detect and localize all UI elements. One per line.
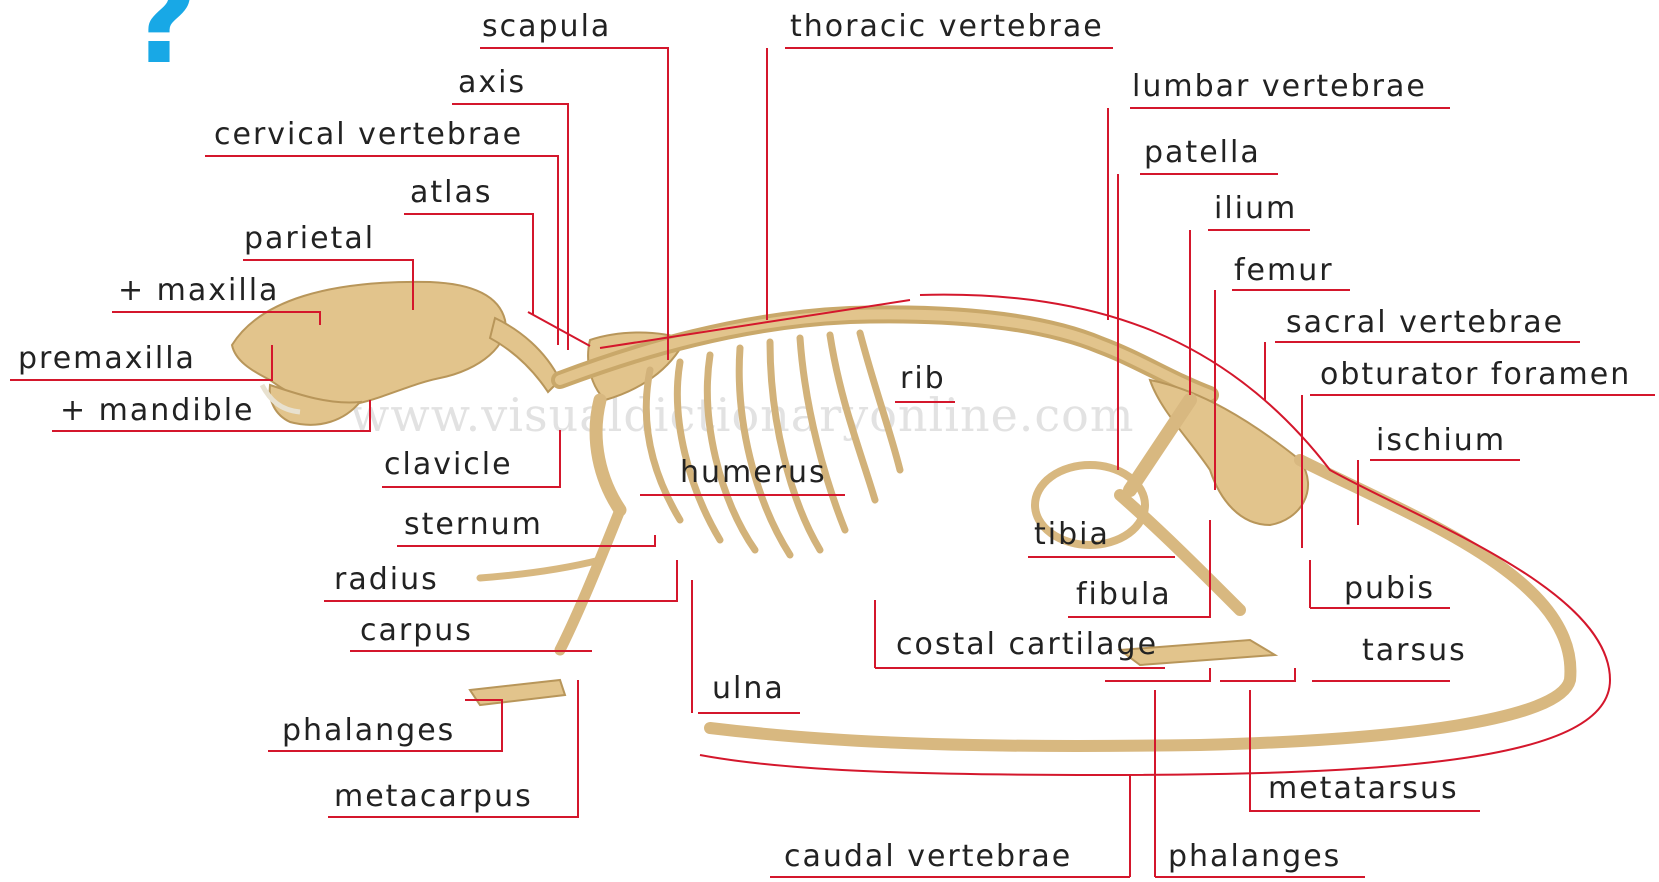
- label-ulna: ulna: [712, 674, 785, 704]
- label-fibula: fibula: [1076, 580, 1172, 610]
- fore-paw: [470, 680, 565, 705]
- label-phalanges-front: phalanges: [282, 716, 455, 746]
- label-mandible: + mandible: [60, 396, 255, 426]
- label-tibia: tibia: [1034, 520, 1110, 550]
- pelvis: [1150, 380, 1308, 525]
- label-costal-cartilage: costal cartilage: [896, 630, 1158, 660]
- label-rib: rib: [900, 364, 946, 394]
- label-radius: radius: [334, 565, 439, 595]
- label-carpus: carpus: [360, 616, 473, 646]
- sternum-bone: [480, 560, 600, 578]
- label-atlas: atlas: [410, 178, 493, 208]
- label-pubis: pubis: [1344, 574, 1435, 604]
- label-premaxilla: premaxilla: [18, 344, 196, 374]
- label-axis: axis: [458, 68, 526, 98]
- label-cervical-vertebrae: cervical vertebrae: [214, 120, 523, 150]
- label-patella: patella: [1144, 138, 1261, 168]
- ribs: [646, 333, 900, 555]
- label-thoracic-vertebrae: thoracic vertebrae: [790, 12, 1104, 42]
- label-sacral-vertebrae: sacral vertebrae: [1286, 308, 1564, 338]
- cervical-vertebrae-bones: [490, 318, 560, 392]
- label-obturator-foramen: obturator foramen: [1320, 360, 1631, 390]
- label-sternum: sternum: [404, 510, 543, 540]
- label-metacarpus: metacarpus: [334, 782, 533, 812]
- femur-bone: [1130, 400, 1190, 490]
- label-tarsus: tarsus: [1362, 636, 1467, 666]
- label-maxilla: + maxilla: [118, 276, 279, 306]
- label-humerus: humerus: [680, 458, 827, 488]
- label-lumbar-vertebrae: lumbar vertebrae: [1132, 72, 1427, 102]
- radius-ulna-bones: [560, 510, 620, 650]
- label-metatarsus: metatarsus: [1268, 774, 1459, 804]
- label-scapula: scapula: [482, 12, 611, 42]
- label-clavicle: clavicle: [384, 450, 513, 480]
- label-femur: femur: [1234, 256, 1334, 286]
- label-parietal: parietal: [244, 224, 375, 254]
- label-phalanges-hind: phalanges: [1168, 842, 1341, 872]
- label-ischium: ischium: [1376, 426, 1506, 456]
- leader-lines: [10, 48, 1655, 877]
- humerus-bone: [596, 400, 620, 510]
- label-ilium: ilium: [1214, 194, 1297, 224]
- label-caudal-vertebrae: caudal vertebrae: [784, 842, 1072, 872]
